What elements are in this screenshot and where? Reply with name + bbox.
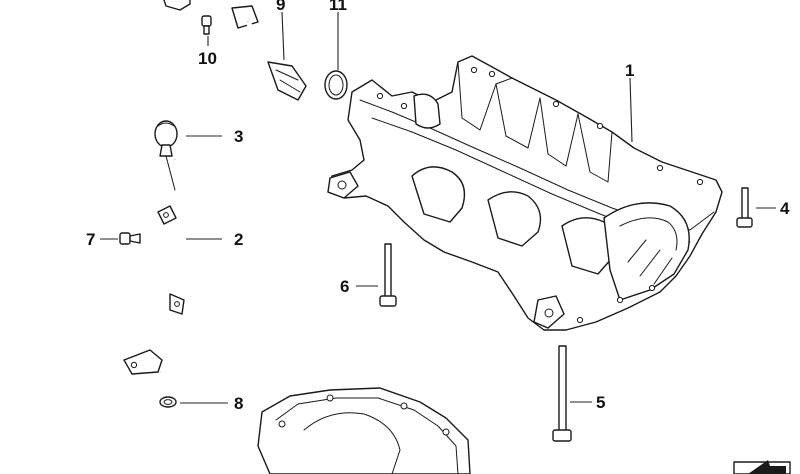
callout-4[interactable]: 4 bbox=[780, 199, 790, 218]
pipe-screw[interactable] bbox=[201, 15, 212, 35]
callout-6[interactable]: 6 bbox=[340, 277, 349, 296]
callout-5[interactable]: 5 bbox=[596, 393, 605, 412]
long-bolt-bottom[interactable] bbox=[552, 345, 572, 442]
oil-pan-lower-section[interactable] bbox=[257, 387, 471, 474]
callout-3[interactable]: 3 bbox=[234, 127, 243, 146]
callout-labels: 1 2 3 4 5 6 7 8 9 10 11 bbox=[86, 0, 790, 413]
callout-8[interactable]: 8 bbox=[234, 394, 243, 413]
flange-holes bbox=[376, 66, 704, 324]
dipstick-guide-tube[interactable] bbox=[123, 159, 185, 375]
callout-11[interactable]: 11 bbox=[329, 0, 347, 14]
callout-2[interactable]: 2 bbox=[234, 230, 243, 249]
leader-1 bbox=[629, 77, 633, 143]
bolt-middle[interactable] bbox=[379, 243, 397, 307]
direction-arrow-icon bbox=[733, 460, 791, 474]
o-ring-seal-tube[interactable] bbox=[159, 396, 177, 408]
callout-9[interactable]: 9 bbox=[276, 0, 285, 14]
callout-7[interactable]: 7 bbox=[86, 230, 95, 249]
oil-pan-upper-section-housing[interactable] bbox=[327, 55, 723, 331]
callout-1[interactable]: 1 bbox=[625, 61, 634, 80]
leader-9 bbox=[281, 11, 285, 61]
leader-lines bbox=[100, 11, 776, 404]
o-ring-seal-pipe[interactable] bbox=[324, 70, 348, 100]
bolt-right[interactable] bbox=[736, 187, 753, 228]
dipstick-handle[interactable] bbox=[154, 120, 178, 191]
callout-10[interactable]: 10 bbox=[198, 49, 217, 68]
small-screw-left[interactable] bbox=[119, 232, 141, 245]
pipe-bracket-partial[interactable] bbox=[163, 0, 191, 11]
oil-suction-pipe[interactable] bbox=[231, 5, 307, 101]
